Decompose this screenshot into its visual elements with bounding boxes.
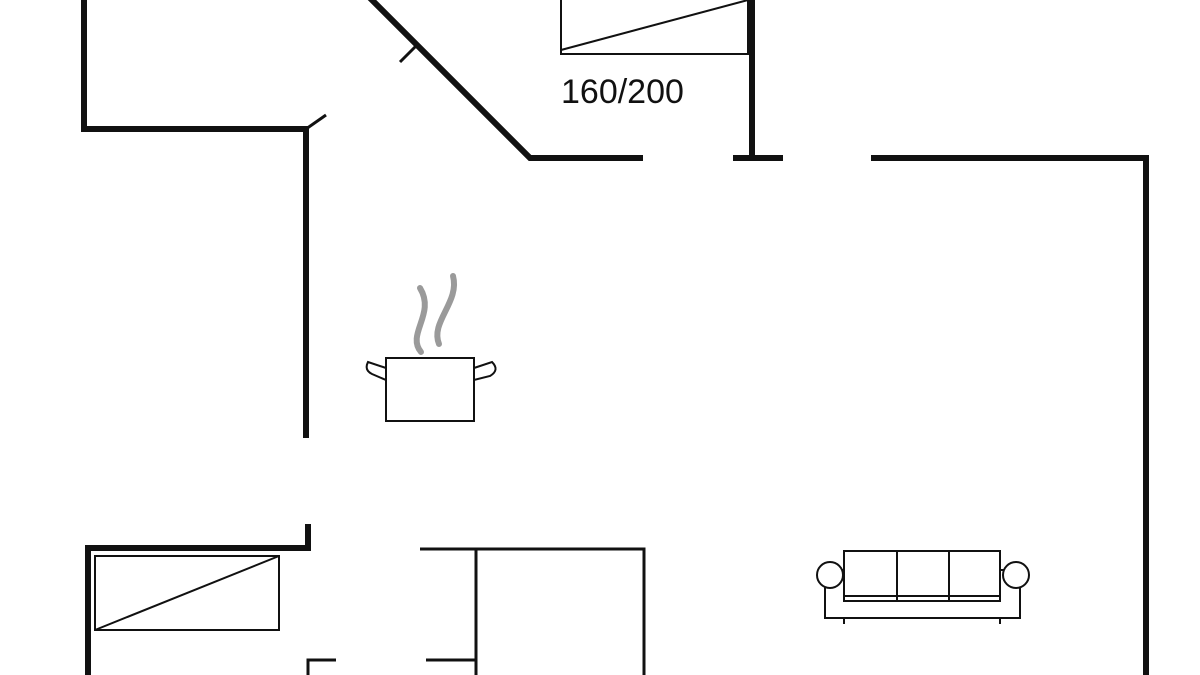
sofa-icon (816, 550, 1030, 624)
sofa-arm-left (816, 561, 844, 589)
pot-body (385, 357, 475, 422)
bed-blanket-fold (560, 0, 749, 51)
sofa-cushion-left (843, 550, 898, 602)
steam-wisp-right (434, 273, 458, 347)
wall-living-outer (871, 155, 1149, 675)
wall-top-left-room (81, 0, 307, 132)
sofa-cushion-right (948, 550, 1001, 602)
walls (81, 0, 1149, 675)
pot-handle-left (365, 360, 387, 382)
pot-handle-right (473, 360, 497, 382)
wall-lower-left-room (85, 524, 311, 675)
cooking-pot-icon (365, 273, 497, 422)
wall-bath-outline (420, 547, 646, 675)
wall-diagonal (367, 0, 643, 161)
bed-size-label: 160/200 (561, 73, 684, 111)
wall-lower-stub (306, 658, 336, 675)
wall-diagonal-stub (398, 42, 420, 64)
bed-icon (94, 555, 280, 631)
bed-icon (560, 0, 749, 55)
sofa-cushion-middle (896, 550, 950, 602)
bed-blanket-fold (94, 555, 280, 631)
wall-hall-corner-stub (305, 113, 327, 131)
steam-wisp-left (413, 285, 428, 355)
sofa-arm-right (1002, 561, 1030, 589)
